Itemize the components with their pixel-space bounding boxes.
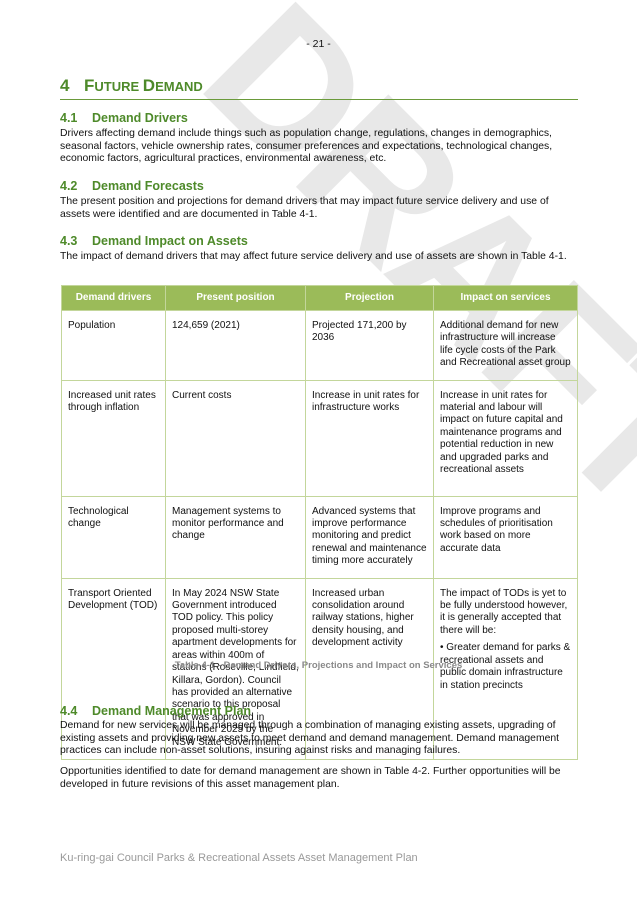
table-cell: Additional demand for new infrastructure… bbox=[433, 310, 578, 381]
table-cell: Improve programs and schedules of priori… bbox=[433, 495, 578, 579]
table-cell: Transport Oriented Development (TOD) bbox=[61, 577, 166, 760]
table-cell: The impact of TODs is yet to be fully un… bbox=[433, 577, 578, 760]
table-row: Transport Oriented Development (TOD) In … bbox=[61, 577, 578, 760]
table-cell: In May 2024 NSW State Government introdu… bbox=[165, 577, 306, 760]
page-footer: Ku-ring-gai Council Parks & Recreational… bbox=[60, 852, 418, 864]
table-cell: Technological change bbox=[61, 495, 166, 579]
table-cell: Projected 171,200 by 2036 bbox=[305, 310, 434, 381]
table-cell: Increase in unit rates for material and … bbox=[433, 379, 578, 497]
column-header: Projection bbox=[305, 285, 434, 311]
table-cell: 124,659 (2021) bbox=[165, 310, 306, 381]
table-cell: Advanced systems that improve performanc… bbox=[305, 495, 434, 579]
table-row: Population 124,659 (2021) Projected 171,… bbox=[61, 310, 578, 381]
table-cell: Management systems to monitor performanc… bbox=[165, 495, 306, 579]
page-number: - 21 - bbox=[306, 38, 331, 50]
table-cell: Increased unit rates through inflation bbox=[61, 379, 166, 497]
section-text-4-3: The impact of demand drivers that may af… bbox=[60, 251, 567, 262]
table-caption: Table 4-1 - Demand Drivers, Projections … bbox=[174, 660, 463, 671]
column-header: Demand drivers bbox=[61, 285, 166, 311]
table-row: Increased unit rates through inflation C… bbox=[61, 379, 578, 497]
table-cell: Current costs bbox=[165, 379, 306, 497]
demand-drivers-table: Demand drivers Present position Projecti… bbox=[61, 285, 578, 760]
column-header: Impact on services bbox=[433, 285, 578, 311]
table-row: Technological change Management systems … bbox=[61, 495, 578, 579]
column-header: Present position bbox=[165, 285, 306, 311]
section-text-4-4: Demand for new services will be managed … bbox=[60, 720, 560, 757]
table-cell: Increased urban consolidation around rai… bbox=[305, 577, 434, 760]
table-cell: Increase in unit rates for infrastructur… bbox=[305, 379, 434, 497]
table-cell: Population bbox=[61, 310, 166, 381]
table-header-row: Demand drivers Present position Projecti… bbox=[61, 285, 578, 311]
section-text-4-2: The present position and projections for… bbox=[60, 196, 549, 220]
section-text-4-4-b: Opportunities identified to date for dem… bbox=[60, 766, 561, 790]
section-text-4-1: Drivers affecting demand include things … bbox=[60, 128, 553, 165]
